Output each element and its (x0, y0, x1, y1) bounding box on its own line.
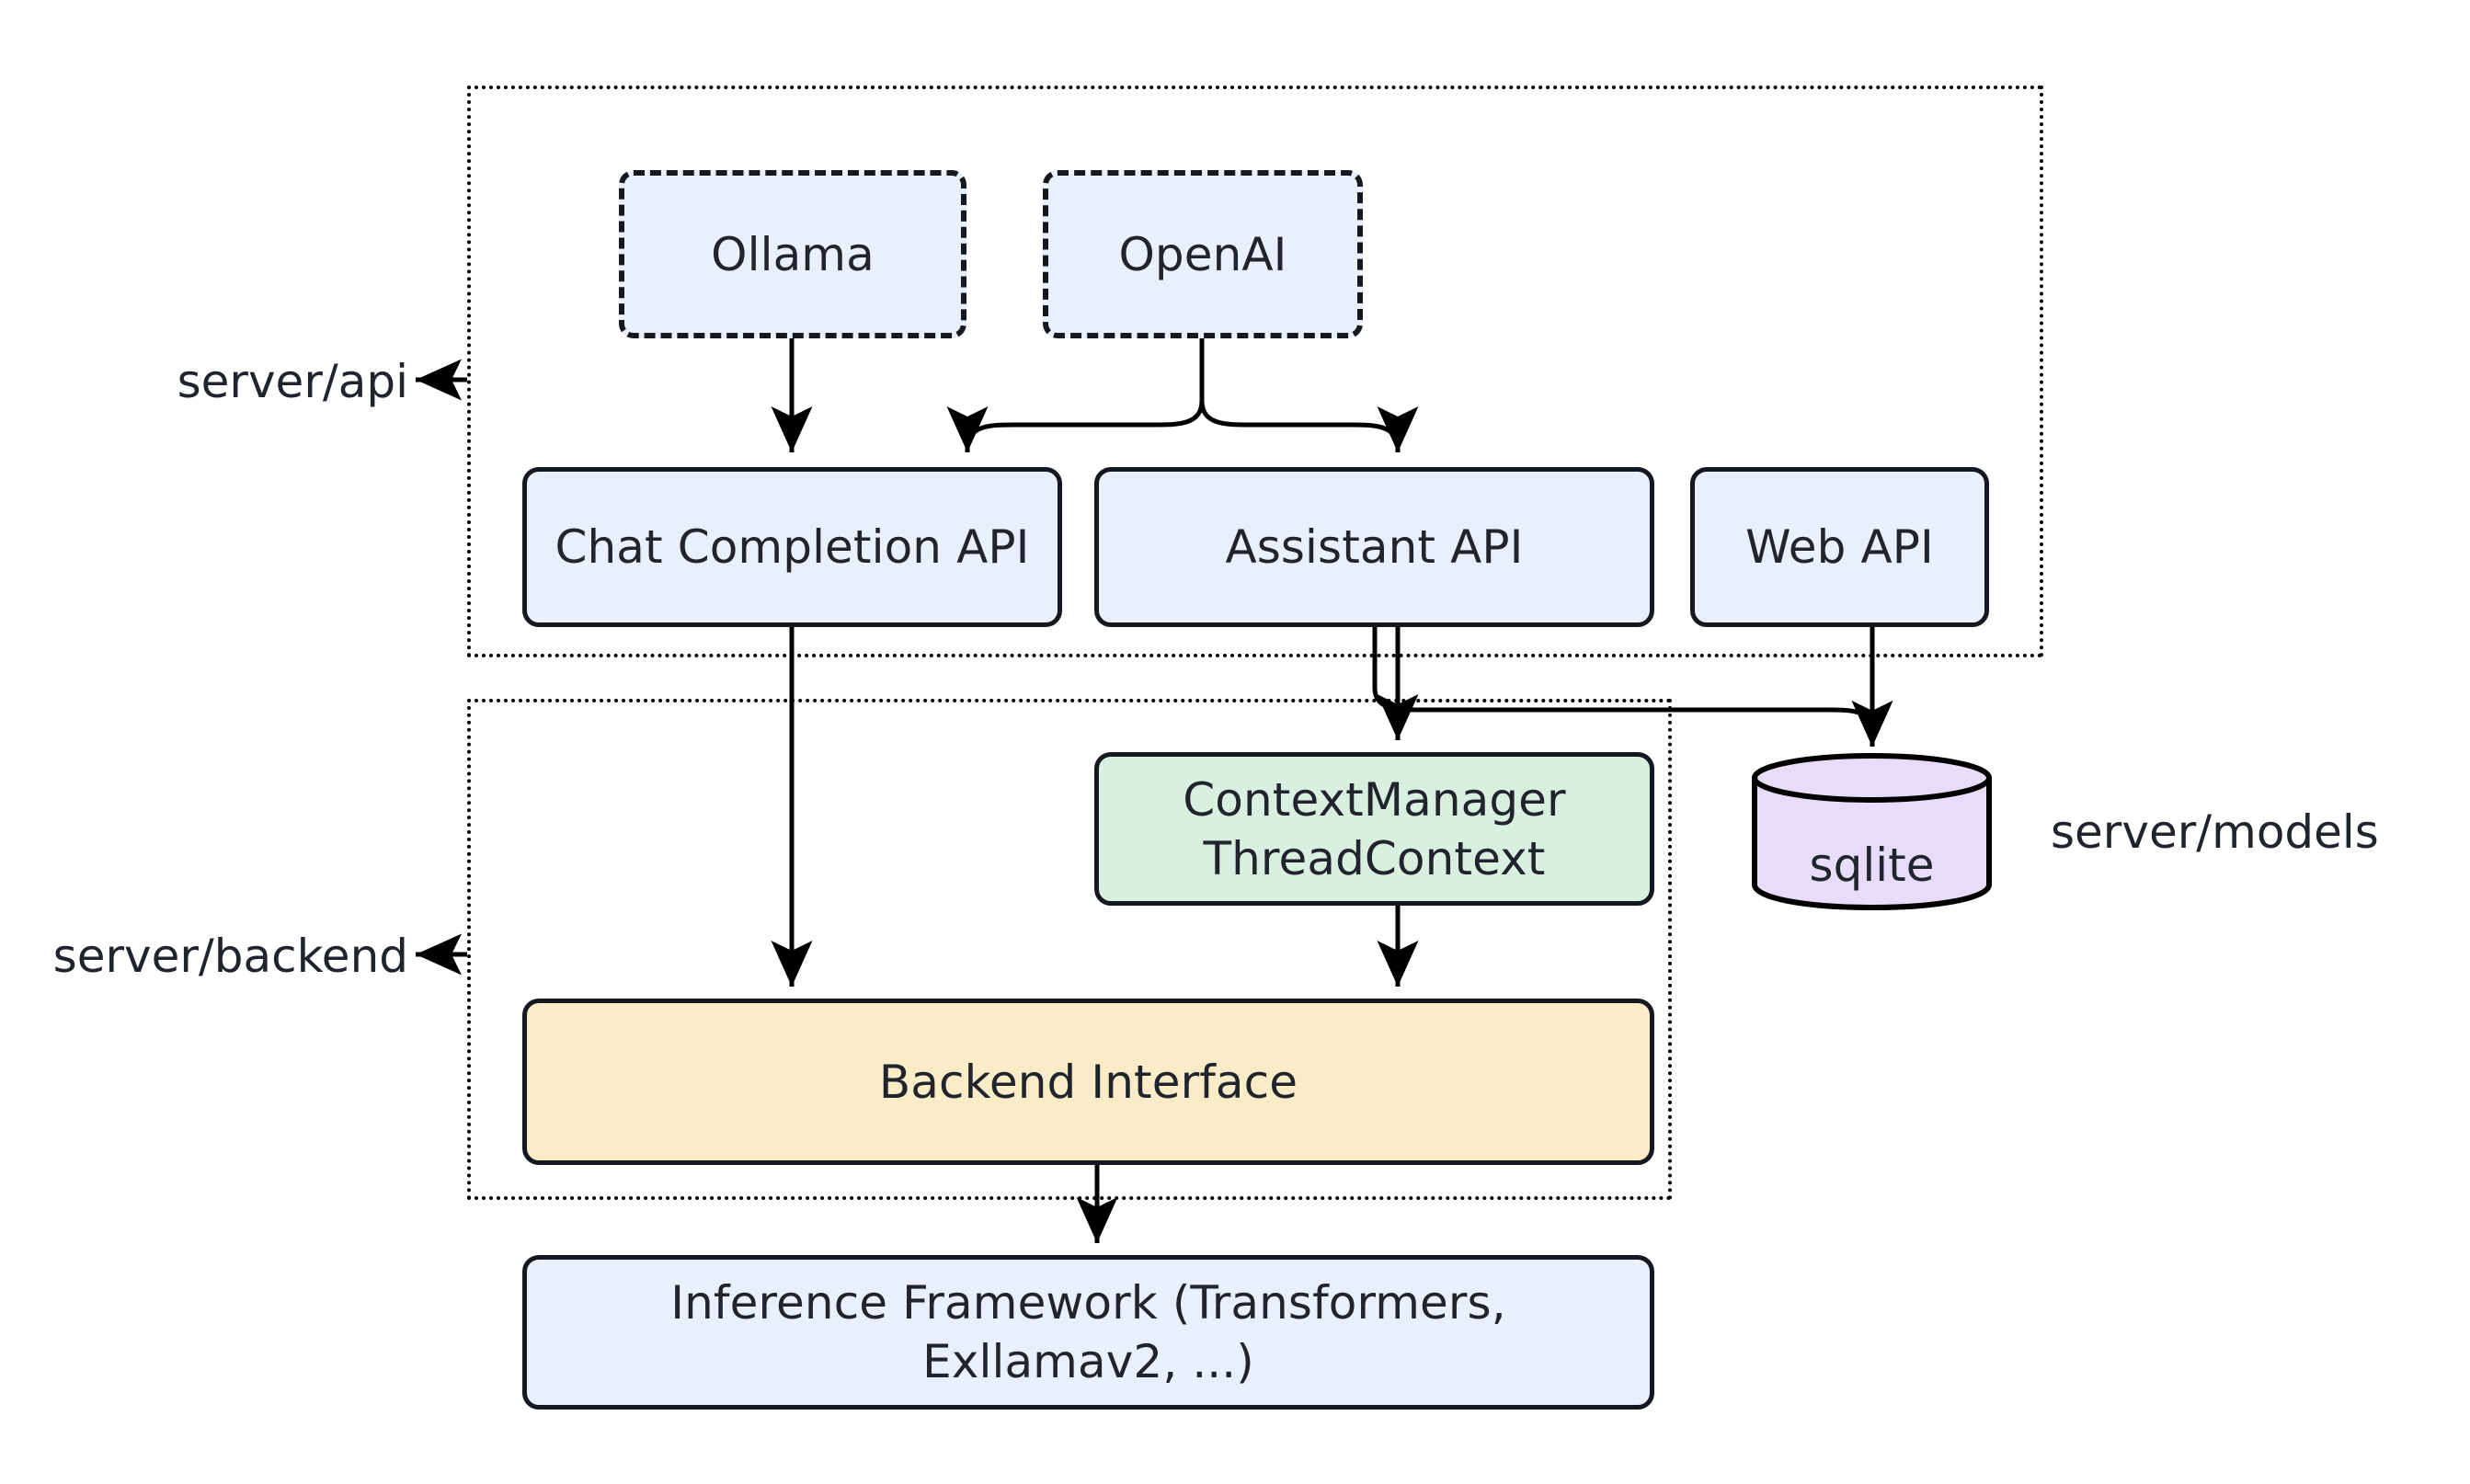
label-server-models: server/models (2051, 809, 2379, 855)
node-ollama-label: Ollama (711, 227, 875, 281)
node-sqlite[interactable]: sqlite (1750, 752, 1994, 910)
label-server-backend: server/backend (0, 933, 408, 979)
node-assistant-api[interactable]: Assistant API (1094, 467, 1654, 627)
node-web-api[interactable]: Web API (1690, 467, 1989, 627)
group-server-backend (467, 699, 1672, 1200)
node-backend-interface-label: Backend Interface (878, 1055, 1298, 1109)
label-server-backend-text: server/backend (52, 930, 408, 983)
node-ollama[interactable]: Ollama (619, 170, 966, 338)
node-backend-interface[interactable]: Backend Interface (522, 999, 1654, 1165)
node-openai[interactable]: OpenAI (1043, 170, 1363, 338)
node-web-api-label: Web API (1745, 520, 1934, 574)
node-context-manager[interactable]: ContextManager ThreadContext (1094, 752, 1654, 906)
label-server-models-text: server/models (2051, 805, 2379, 859)
node-context-manager-label: ContextManager ThreadContext (1183, 772, 1566, 885)
node-inference-framework-label: Inference Framework (Transformers, Exlla… (670, 1276, 1506, 1388)
label-server-api: server/api (0, 359, 408, 405)
label-server-api-text: server/api (177, 355, 408, 408)
node-chat-completion-api[interactable]: Chat Completion API (522, 467, 1062, 627)
group-server-api (467, 86, 2043, 657)
node-openai-label: OpenAI (1118, 227, 1287, 281)
node-assistant-api-label: Assistant API (1225, 520, 1524, 574)
node-inference-framework[interactable]: Inference Framework (Transformers, Exlla… (522, 1255, 1654, 1410)
database-cylinder-icon (1752, 753, 1992, 910)
node-chat-completion-api-label: Chat Completion API (555, 520, 1030, 574)
